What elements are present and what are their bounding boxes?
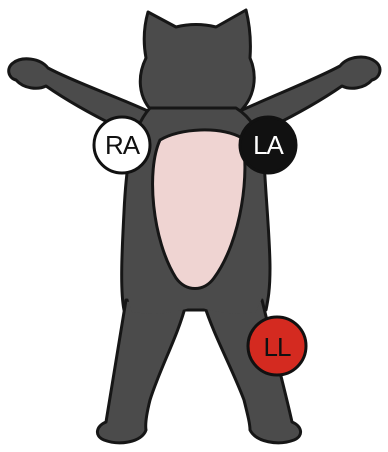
- electrode-la-label: LA: [253, 130, 284, 160]
- electrode-ll: LL: [248, 317, 306, 375]
- electrode-ra: RA: [94, 117, 150, 173]
- electrode-la: LA: [240, 117, 296, 173]
- cat-head: [140, 10, 254, 122]
- electrode-ll-label: LL: [264, 332, 291, 362]
- electrode-ra-label: RA: [105, 130, 141, 160]
- cat-right-hindleg: [97, 300, 186, 443]
